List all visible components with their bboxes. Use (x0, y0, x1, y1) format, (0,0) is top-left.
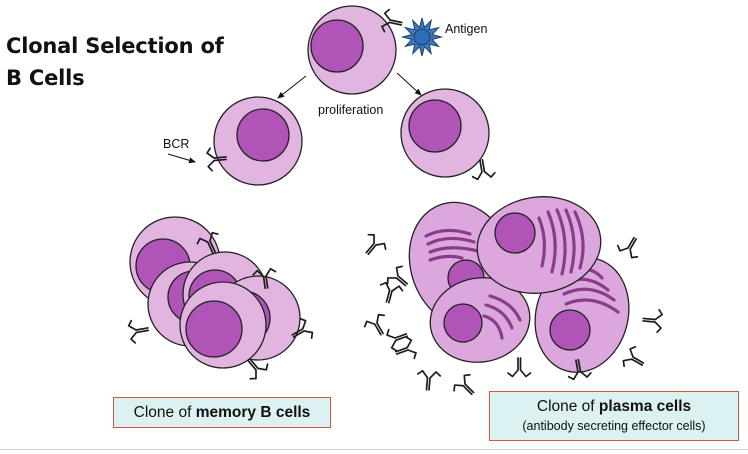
plasma-caption-bold: plasma cells (598, 398, 692, 415)
rough-er-icon (482, 294, 522, 340)
bottom-divider (0, 449, 748, 450)
antibody-icon (615, 231, 646, 261)
memory-cell (179, 281, 267, 369)
title-line-1: Clonal Selection of (6, 34, 224, 58)
antigen-label: Antigen (445, 22, 487, 36)
antibody-icon (375, 280, 405, 307)
antibody-icon (641, 307, 664, 334)
bcr-label: BCR (163, 137, 189, 151)
memory-caption-bold: memory B cells (195, 404, 311, 421)
plasma-caption-subtitle: (antibody secreting effector cells) (522, 419, 706, 433)
antibody-icon (450, 371, 482, 403)
antibody-icon (357, 231, 389, 262)
memory-clone-caption: Clone of memory B cells (113, 397, 331, 428)
plasma-cell-clone (408, 196, 630, 373)
rough-er-icon (537, 208, 585, 276)
plasma-caption-prefix: Clone of (536, 398, 599, 415)
daughter-cell-right (400, 88, 497, 181)
proliferation-label: proliferation (318, 103, 383, 117)
page-title: Clonal Selection of B Cells (6, 30, 224, 94)
daughter-cell-left (205, 96, 303, 186)
memory-caption-prefix: Clone of (133, 404, 196, 421)
title-line-2: B Cells (6, 66, 85, 90)
arrow-to-memory-branch (277, 75, 307, 99)
memory-bcr (127, 317, 151, 345)
parent-b-cell (307, 5, 405, 95)
antibody-icon (507, 357, 532, 378)
arrow-to-plasma-branch (396, 72, 422, 96)
plasma-clone-caption: Clone of plasma cells (antibody secretin… (489, 391, 739, 441)
plasma-cell (429, 277, 531, 363)
memory-b-cell-clone (127, 216, 316, 383)
plasma-cell (476, 196, 602, 294)
antibody-icon (620, 344, 650, 375)
antibody-icon (415, 369, 442, 392)
antigen-icon (400, 17, 444, 57)
bcr-pointer-arrow (167, 153, 196, 164)
plasma-caption-line-1: Clone of plasma cells (490, 397, 738, 417)
